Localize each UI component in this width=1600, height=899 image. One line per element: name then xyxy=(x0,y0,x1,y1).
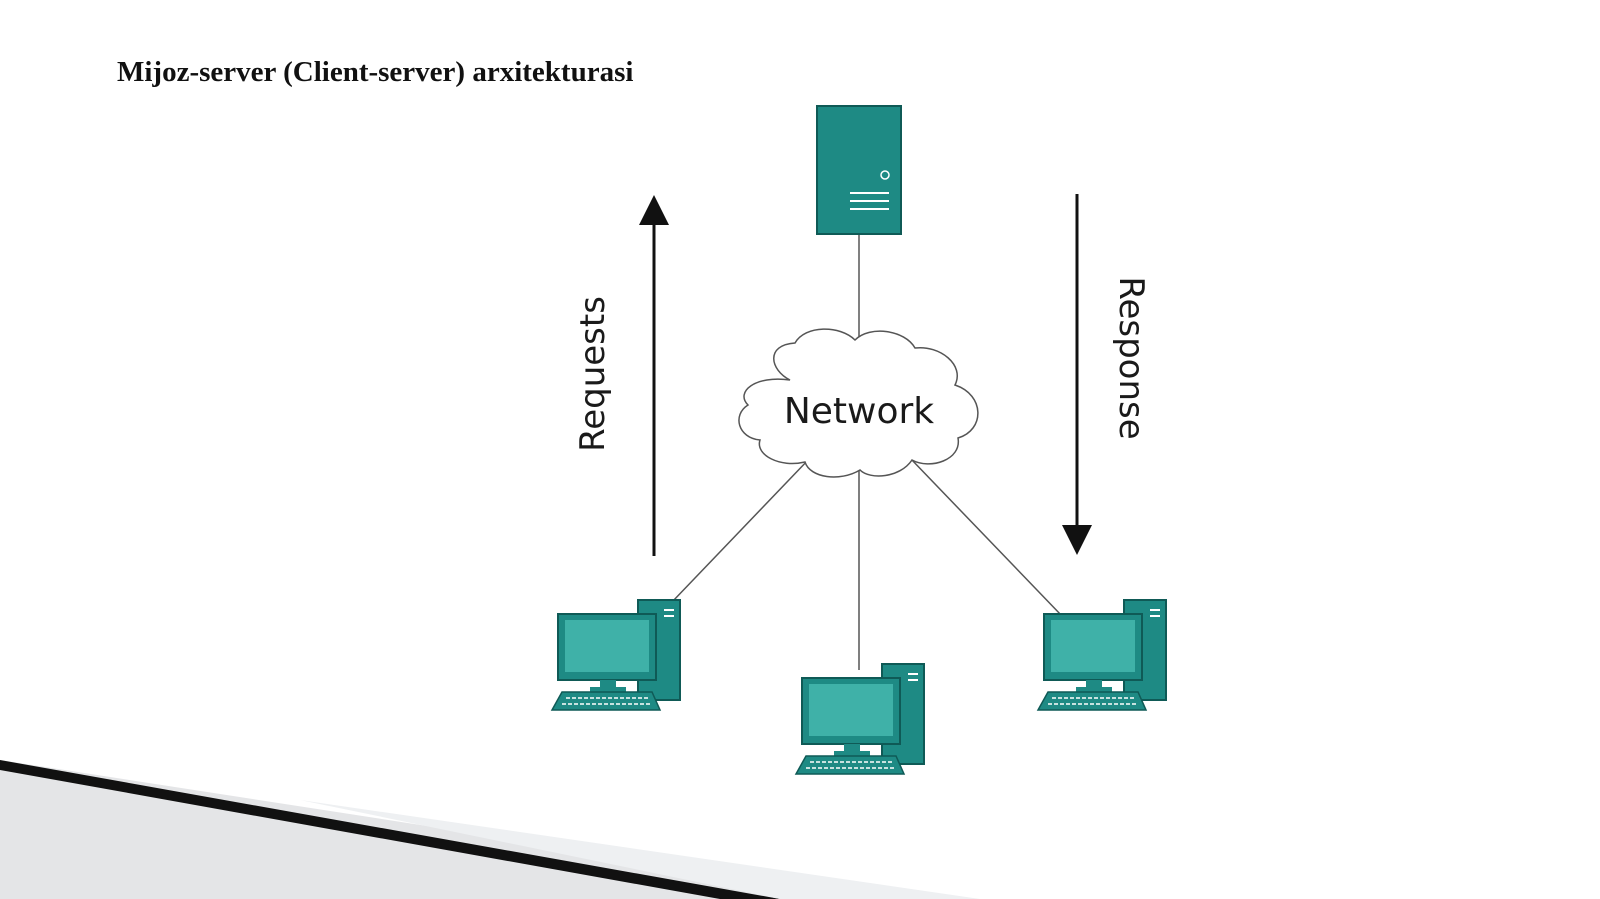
desktop-computer-icon xyxy=(794,663,925,775)
cloud-icon: Network xyxy=(738,328,979,478)
server-icon xyxy=(816,105,902,235)
response-label: Response xyxy=(1111,276,1151,439)
requests-label: Requests xyxy=(573,296,613,452)
corner-light-band xyxy=(300,800,980,899)
desktop-computer-icon xyxy=(1036,599,1167,711)
link-network-client-right xyxy=(909,457,1063,617)
corner-black-band xyxy=(0,760,780,899)
network-label: Network xyxy=(784,391,934,432)
link-network-client-left xyxy=(671,457,811,603)
slide-title: Mijoz-server (Client-server) arxitektura… xyxy=(117,56,634,88)
desktop-computer-icon xyxy=(550,599,681,711)
